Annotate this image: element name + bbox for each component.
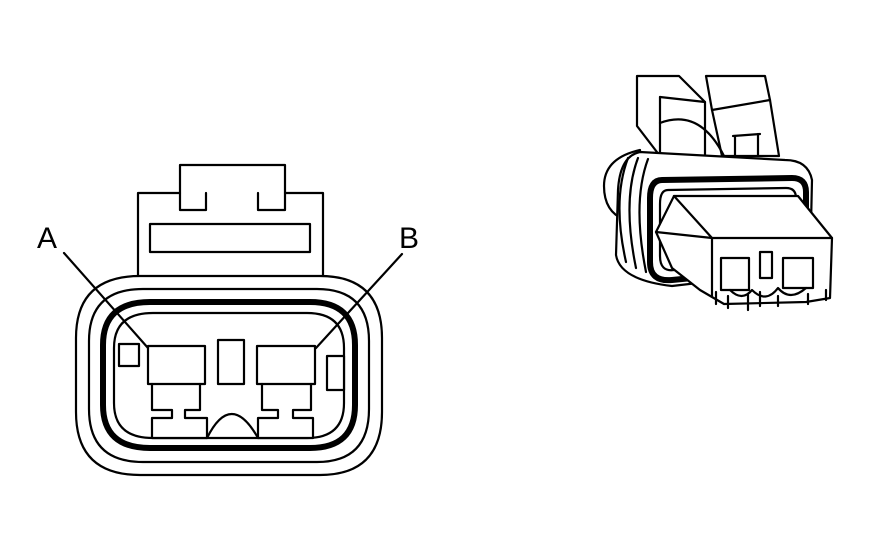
pin-label-b: B [399,222,419,255]
left-key [117,342,141,368]
center-rib [216,338,246,386]
terminal-cavity-b [255,344,317,440]
locking-tab [136,163,325,290]
connector-face-view: A B [37,163,419,477]
connector-perspective-view [602,74,834,312]
leader-line-b [314,252,404,350]
rear-latch [635,74,781,158]
seal-ring [100,299,358,451]
right-key [325,354,346,392]
housing-inner-rim [87,287,371,464]
terminal-cavity-a [146,344,209,440]
leader-line-a [62,251,150,350]
pin-label-a: A [37,222,57,255]
terminal-insert [654,194,834,312]
